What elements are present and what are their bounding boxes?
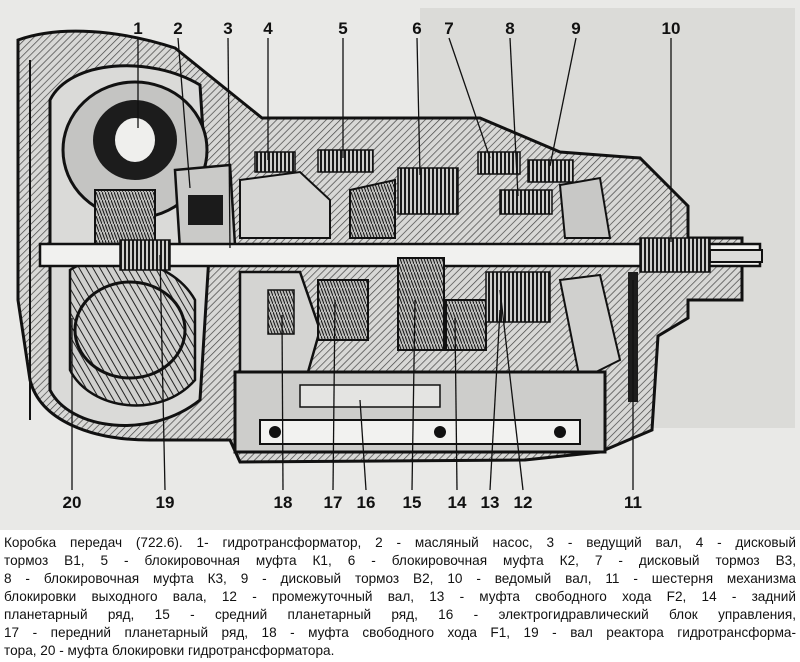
callout-16: 16 [357, 493, 376, 512]
callout-3: 3 [223, 19, 232, 38]
callout-13: 13 [481, 493, 500, 512]
caption-line-7: тора, 20 - муфта блокировки гидротрансфо… [4, 643, 335, 658]
callout-15: 15 [403, 493, 422, 512]
callout-10: 10 [662, 19, 681, 38]
callout-18: 18 [274, 493, 293, 512]
callout-7: 7 [444, 19, 453, 38]
callout-17: 17 [324, 493, 343, 512]
callout-19: 19 [156, 493, 175, 512]
planetary-gear-sets [238, 257, 638, 402]
callout-labels: 1 2 3 4 5 6 7 8 9 10 11 12 13 14 15 16 1… [63, 19, 681, 512]
electro-hydraulic-control-unit [233, 370, 607, 454]
callout-12: 12 [514, 493, 533, 512]
transmission-cutaway-figure: 1 2 3 4 5 6 7 8 9 10 11 12 13 14 15 16 1… [0, 0, 800, 530]
callout-6: 6 [412, 19, 421, 38]
upper-clutch-packs [239, 149, 612, 239]
caption-line-4: блокировки выходного вала, 12 - промежут… [4, 589, 796, 604]
transmission-drawing: 1 2 3 4 5 6 7 8 9 10 11 12 13 14 15 16 1… [16, 8, 795, 512]
caption-line-5: планетарный ряд, 15 - средний планетарны… [4, 607, 796, 622]
callout-2: 2 [173, 19, 182, 38]
callout-5: 5 [338, 19, 347, 38]
callout-9: 9 [571, 19, 580, 38]
callout-1: 1 [133, 19, 142, 38]
callout-11: 11 [624, 493, 642, 512]
caption-line-2: тормоз В1, 5 - блокировочная муфта К1, 6… [4, 553, 796, 568]
callout-4: 4 [263, 19, 273, 38]
callout-8: 8 [505, 19, 514, 38]
callout-14: 14 [448, 493, 467, 512]
caption-line-6: 17 - передний планетарный ряд, 18 - муфт… [4, 625, 796, 640]
callout-leaders [71, 37, 672, 491]
figure-caption: Коробка передач (722.6). 1- гидротрансфо… [4, 534, 796, 660]
caption-line-3: 8 - блокировочная муфта К3, 9 - дисковый… [4, 571, 796, 586]
callout-20: 20 [63, 493, 82, 512]
oil-pump [173, 163, 237, 252]
caption-line-1: Коробка передач (722.6). 1- гидротрансфо… [4, 535, 796, 550]
